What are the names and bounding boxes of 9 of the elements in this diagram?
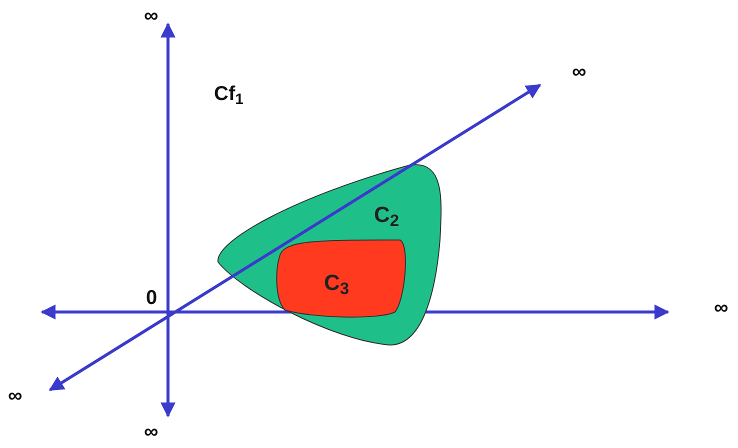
axis-label: 0 (146, 288, 158, 308)
axis-label: ∞ (144, 422, 158, 442)
axis-label: ∞ (8, 386, 22, 406)
region-label: C$_{3}$ (324, 272, 350, 294)
axis-label: ∞ (572, 62, 586, 82)
axis-label: ∞ (714, 298, 728, 318)
axis-label: Cf$_{1}$ (214, 84, 244, 104)
axis-label: ∞ (144, 6, 158, 26)
region-label: C$_{2}$ (374, 204, 400, 226)
